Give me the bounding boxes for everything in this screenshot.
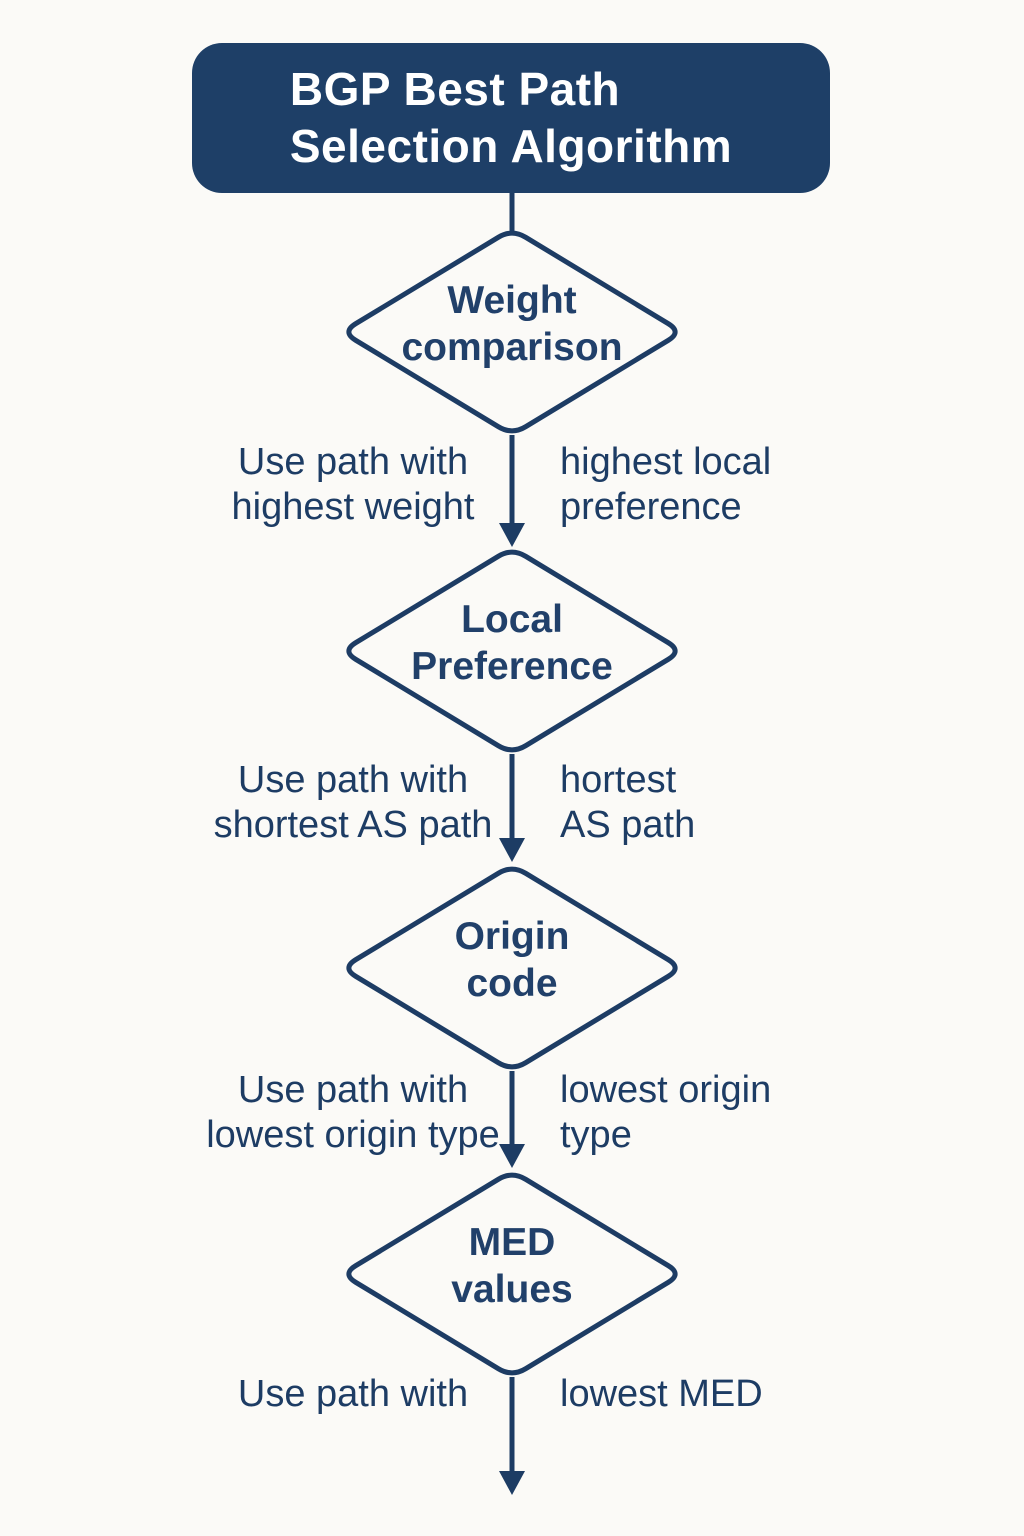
edge-label-weight-right: highest local preference (560, 441, 772, 528)
node-label-local-preference: Local Preference (411, 598, 613, 688)
edge-label-origin-left: Use path with lowest origin type (206, 1069, 500, 1156)
edge-label-origin-right: lowest origin type (560, 1069, 772, 1156)
title-box: BGP Best Path Selection Algorithm (192, 43, 830, 193)
page-title: BGP Best Path Selection Algorithm (289, 63, 733, 172)
node-label-weight-comparison: Weight comparison (401, 279, 623, 369)
edge-label-localpref-right: hortest AS path (560, 759, 696, 846)
node-label-origin-code: Origin code (454, 915, 570, 1005)
edge-label-med-left: Use path with (237, 1373, 469, 1415)
edge-label-weight-left: Use path with highest weight (231, 441, 475, 528)
arrowhead-med-to-next (499, 1471, 525, 1495)
node-label-med-values: MED values (451, 1221, 573, 1311)
edge-label-localpref-left: Use path with shortest AS path (213, 759, 493, 846)
edge-label-med-right: lowest MED (560, 1373, 763, 1415)
